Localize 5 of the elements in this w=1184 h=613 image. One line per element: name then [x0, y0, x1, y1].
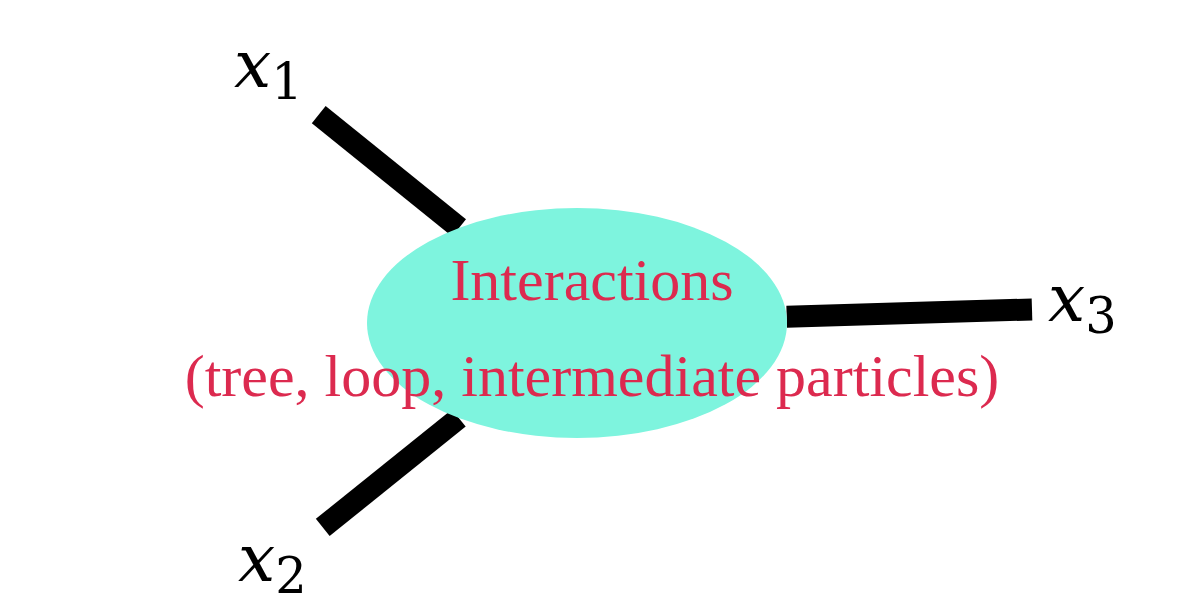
connector-line — [786, 298, 1033, 328]
variable-label: x$_{2}$ — [237, 522, 308, 608]
ellipse-heading: Interactions — [450, 250, 734, 310]
variable-label: x$_{3}$ — [1047, 262, 1118, 348]
variable-label: x$_{1}$ — [233, 28, 304, 114]
